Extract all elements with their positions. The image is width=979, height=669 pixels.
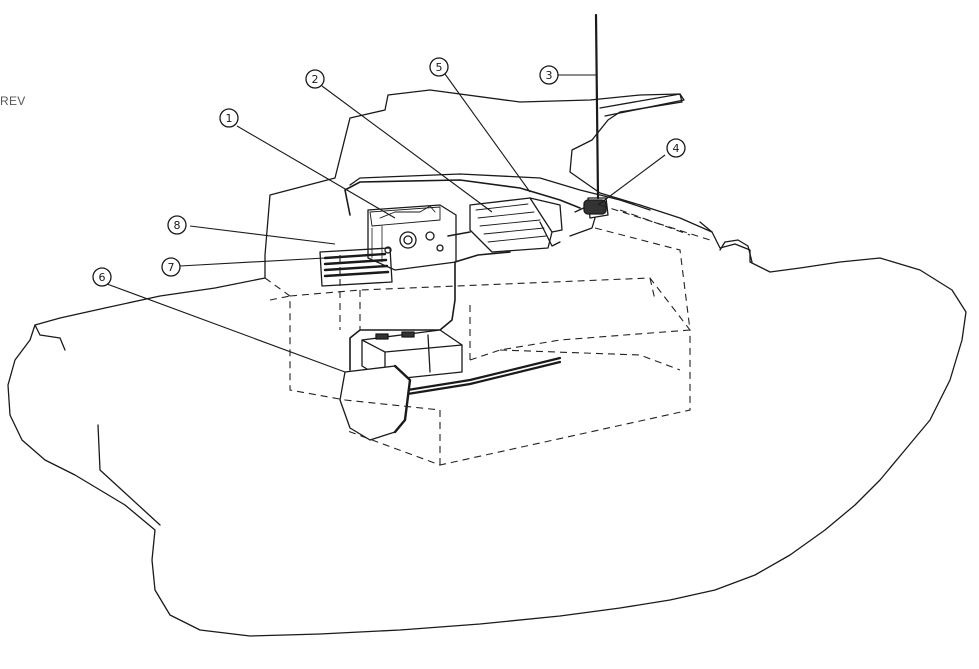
radio-interconnect	[447, 231, 471, 237]
callout-5-circle	[429, 57, 449, 77]
turret-top	[349, 173, 651, 211]
junction-box-cables	[319, 247, 393, 287]
leader-5	[444, 73, 531, 193]
callout-2: 2	[312, 73, 319, 86]
callout-3-circle	[539, 65, 559, 85]
rear-deck-bumps	[699, 221, 753, 263]
antenna-mast	[594, 13, 600, 200]
callout-labels: 1 2 3 4 5 6 7 8	[99, 61, 680, 284]
callout-8: 8	[174, 219, 181, 232]
leader-4	[597, 154, 666, 206]
tank-hull-outline	[7, 89, 967, 637]
leader-6	[106, 283, 346, 373]
callout-6: 6	[99, 271, 106, 284]
cable-run-upper	[344, 179, 581, 216]
leader-lines	[106, 73, 666, 373]
callout-8-circle	[167, 215, 187, 235]
prev-link[interactable]: REV	[0, 94, 26, 108]
leader-8	[189, 225, 336, 245]
track-inner-edge	[34, 324, 161, 526]
floor-cable	[393, 356, 562, 398]
callout-3: 3	[546, 69, 553, 82]
leader-2	[321, 85, 493, 213]
callout-2-circle	[305, 69, 325, 89]
callout-7-circle	[161, 257, 181, 277]
leader-1	[236, 125, 396, 219]
callout-1-circle	[219, 108, 239, 128]
callout-4-circle	[666, 138, 686, 158]
leader-7	[179, 257, 326, 267]
callout-5: 5	[436, 61, 443, 74]
gun-barrel	[599, 93, 685, 117]
callout-6-circle	[92, 267, 112, 287]
callout-1: 1	[226, 112, 233, 125]
hidden-compartment-lines	[264, 204, 711, 466]
callout-7: 7	[168, 261, 175, 274]
callout-4: 4	[673, 142, 680, 155]
callout-bubbles	[92, 57, 686, 287]
